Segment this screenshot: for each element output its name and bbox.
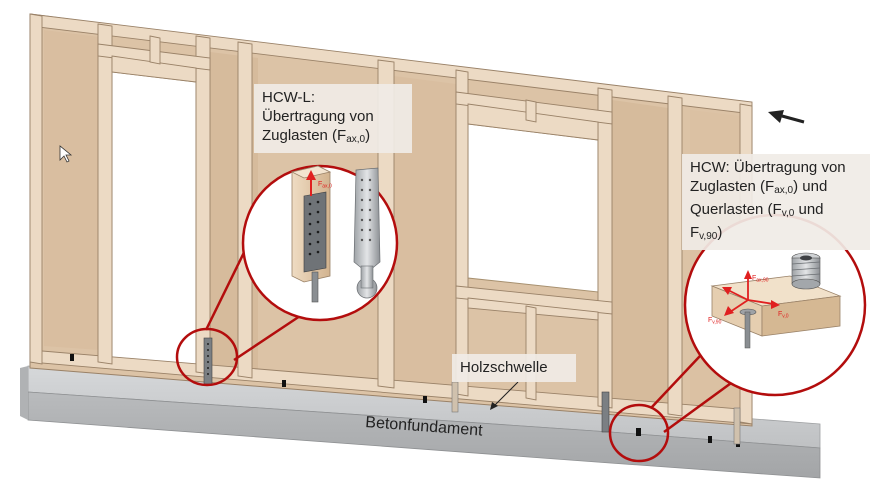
hcw-l-line2: Übertragung von	[262, 108, 374, 125]
hcw-line1: HCW: Übertragung von	[690, 159, 846, 176]
threaded-insert-icon	[791, 252, 821, 290]
hcw-l-bracket-far	[733, 407, 741, 445]
svg-text:Fax,0: Fax,0	[318, 181, 332, 190]
hcw-line3: Querlasten (Fv,0 und	[690, 201, 824, 219]
holzschwelle-pointer	[490, 381, 519, 410]
hcw-l-detail: Fax,0	[290, 165, 381, 303]
hcw-line4: Fv,90)	[690, 224, 723, 242]
hcw-l-line3: Zuglasten (Fax,0)	[262, 127, 371, 145]
hcw-label: HCW: Übertragung von Zuglasten (Fax,0) u…	[682, 154, 870, 250]
svg-text:Fv,0: Fv,0	[778, 311, 789, 320]
hcw-line2: Zuglasten (Fax,0) und	[690, 178, 828, 196]
mouse-pointer-icon	[59, 145, 73, 163]
svg-text:Fv,90: Fv,90	[708, 317, 722, 326]
holzschwelle-label: Holzschwelle	[452, 354, 576, 382]
window-opening	[467, 123, 599, 293]
hcw-l-bracket-left	[203, 337, 213, 385]
bracket-holes	[308, 200, 320, 256]
hcw-l-bracket-mid	[451, 381, 459, 413]
hcw-l-bracket-right	[601, 391, 610, 433]
hcw-detail: Fax,90 Fv,0 Fv,90	[708, 252, 842, 349]
arrow-left-icon	[768, 110, 805, 124]
door-opening	[111, 71, 197, 373]
svg-text:Fax,90: Fax,90	[752, 275, 769, 284]
plate-holes	[360, 178, 372, 242]
hcw-l-title: HCW-L:	[262, 89, 316, 106]
hcw-l-label: HCW-L: Übertragung von Zuglasten (Fax,0)	[254, 84, 412, 153]
